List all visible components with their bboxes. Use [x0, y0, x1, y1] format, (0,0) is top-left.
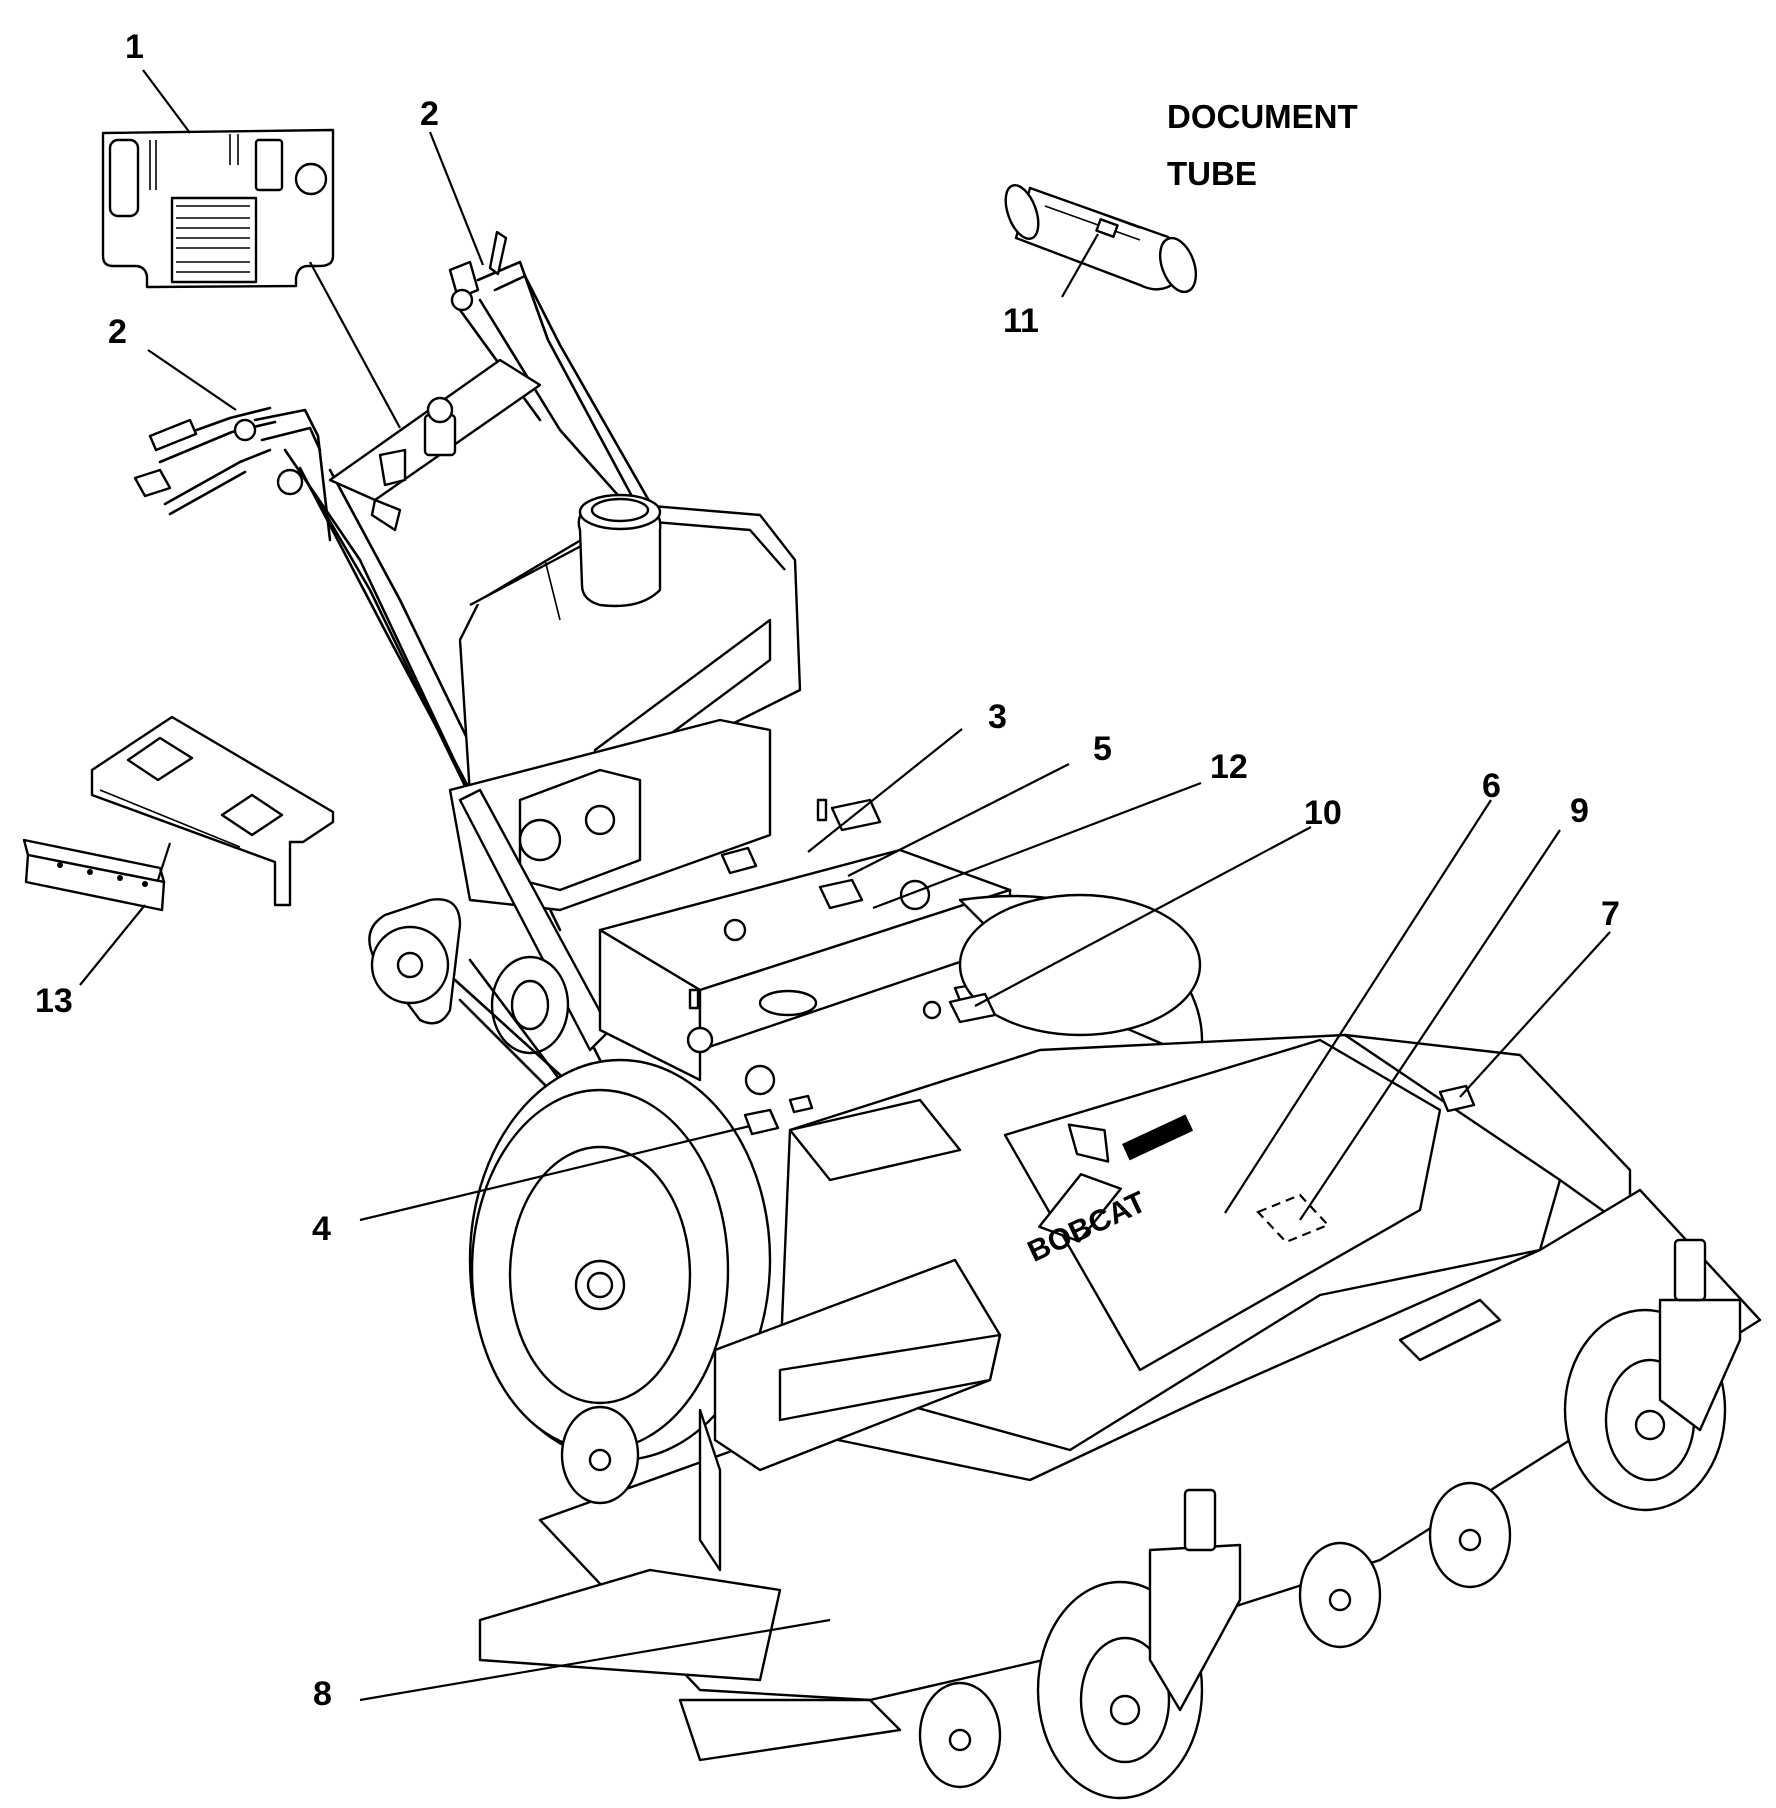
callout-2-right-handle: 2	[420, 95, 439, 133]
heading-line-1: DOCUMENT	[1167, 98, 1358, 135]
chassis-decals	[720, 846, 1476, 1136]
document-tube-heading: DOCUMENT TUBE	[1167, 98, 1358, 192]
skid-strip	[22, 838, 166, 912]
callout-6: 6	[1482, 767, 1501, 805]
left-drive-wheel	[468, 1058, 772, 1462]
callout-13: 13	[35, 982, 73, 1020]
callout-12: 12	[1210, 748, 1248, 786]
right-drive-wheel	[958, 893, 1204, 1062]
caster-wheel-front-center	[1036, 1488, 1242, 1800]
gauge-wheel-left	[560, 1405, 640, 1505]
document-tube	[1004, 184, 1198, 294]
decal-outline-9	[1256, 1193, 1330, 1244]
callout-5: 5	[1093, 730, 1112, 768]
callout-2-left-handle: 2	[108, 313, 127, 351]
leader-lines	[79, 69, 1611, 1702]
mower-deck	[478, 1033, 1762, 1762]
engine-chassis	[448, 718, 1012, 1114]
gauge-wheel-3	[1428, 1481, 1512, 1589]
callout-1: 1	[125, 28, 144, 66]
callout-3: 3	[988, 698, 1007, 736]
decal-panel	[101, 128, 335, 289]
shield-plate	[90, 715, 335, 907]
callout-8: 8	[313, 1675, 332, 1713]
gauge-wheel-2	[1298, 1541, 1382, 1649]
belt-drive	[368, 898, 612, 1142]
gauge-wheel-1	[918, 1681, 1002, 1789]
callout-11: 11	[1003, 302, 1039, 340]
callout-7: 7	[1601, 895, 1620, 933]
callout-9: 9	[1570, 792, 1589, 830]
callout-10: 10	[1304, 794, 1342, 832]
caster-wheel-right	[1563, 1238, 1742, 1512]
callouts: 1 2 2 3 4 5 6 7 8 9 10 11 12 13	[35, 28, 1620, 1713]
heading-line-2: TUBE	[1167, 155, 1257, 192]
callout-4: 4	[312, 1210, 331, 1248]
